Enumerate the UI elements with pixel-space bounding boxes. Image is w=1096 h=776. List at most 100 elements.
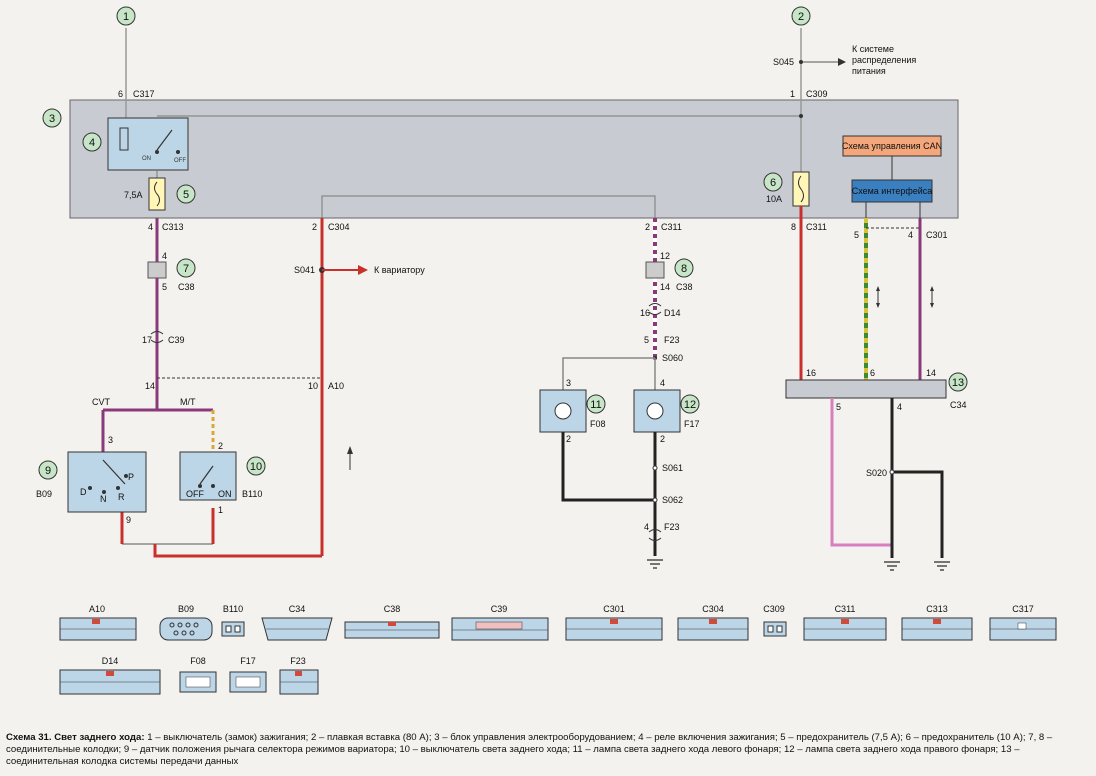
arrow-up-head: [347, 446, 353, 454]
svg-text:4: 4: [89, 137, 95, 149]
connector-f23-mark: [648, 529, 662, 541]
legend-c317: C317: [989, 604, 1057, 641]
callout-8: 8: [674, 258, 694, 278]
label-c34-pin14: 14: [926, 368, 936, 378]
svg-text:6: 6: [770, 177, 776, 189]
label-f17-pin4: 4: [660, 378, 665, 388]
legend-a10: A10: [59, 604, 137, 641]
svg-text:C317: C317: [1012, 604, 1034, 614]
svg-text:12: 12: [684, 399, 696, 411]
label-f17: F17: [684, 419, 700, 429]
wire-return-h-2: [153, 544, 322, 558]
label-c39-pin: 17: [142, 335, 152, 345]
node-s062: [652, 497, 658, 503]
label-c38r-top: 12: [660, 251, 670, 261]
label-power-dist-1: К системе: [852, 44, 894, 54]
label-iface-block: Схема интерфейса: [852, 186, 933, 196]
label-b09-pin9: 9: [126, 515, 131, 525]
connector-c34: [785, 379, 947, 399]
callout-4: 4: [82, 132, 102, 152]
label-f23-top: F23: [664, 335, 680, 345]
label-relay-on: ON: [142, 156, 151, 162]
legend-b09: B09: [159, 604, 213, 641]
label-b110-pin2: 2: [218, 441, 223, 451]
label-c301-pin5: 5: [854, 230, 859, 240]
label-c34-pin6: 6: [870, 368, 875, 378]
figure-caption: Схема 31. Свет заднего хода: 1 – выключа…: [6, 732, 1092, 768]
label-s041: S041: [294, 265, 315, 275]
label-s060: S060: [662, 353, 683, 363]
connector-c38-left: [147, 261, 167, 279]
callout-6: 6: [763, 172, 783, 192]
label-a10: A10: [328, 381, 344, 391]
label-relay-off: OFF: [174, 158, 186, 164]
relay-contact-off: [176, 150, 180, 154]
label-c38l-top: 4: [162, 251, 167, 261]
label-c301-pin4: 4: [908, 230, 913, 240]
label-f08-pin3: 3: [566, 378, 571, 388]
label-c301: C301: [926, 230, 948, 240]
label-c311a: C311: [661, 222, 682, 232]
lamp-f17-bulb: [646, 402, 664, 420]
legend-f17: F17: [229, 656, 267, 693]
legend-b110: B110: [221, 604, 245, 637]
b110-on: [211, 484, 215, 488]
caption-title: Схема 31. Свет заднего хода:: [6, 732, 145, 743]
label-s045: S045: [773, 57, 794, 67]
arrow-updown-2-top: [930, 286, 934, 291]
label-c34: C34: [950, 400, 967, 410]
label-b09-n: N: [100, 494, 107, 504]
svg-text:2: 2: [798, 11, 804, 23]
relay-contact-on: [155, 150, 159, 154]
connector-c38-right: [645, 261, 665, 279]
label-c309: C309: [806, 89, 828, 99]
callout-3: 3: [42, 108, 62, 128]
legend-c313: C313: [901, 604, 973, 641]
legend-c34: C34: [261, 604, 333, 641]
svg-text:F08: F08: [190, 656, 206, 666]
caption-text: 1 – выключатель (замок) зажигания; 2 – п…: [6, 732, 1053, 767]
label-a10-pin14: 14: [145, 381, 155, 391]
label-s061: S061: [662, 463, 683, 473]
label-d14-pin: 16: [640, 308, 650, 318]
svg-text:3: 3: [49, 113, 55, 125]
label-b110-off: OFF: [186, 489, 204, 499]
label-b09: B09: [36, 489, 52, 499]
wire-s060-f08: [562, 357, 655, 390]
svg-text:A10: A10: [89, 604, 105, 614]
label-b09-pin3: 3: [108, 435, 113, 445]
callout-12: 12: [680, 394, 700, 414]
label-fuse5-rating: 7,5A: [124, 190, 143, 200]
label-cvt: CVT: [92, 397, 111, 407]
svg-text:B09: B09: [178, 604, 194, 614]
label-c34-pin16: 16: [806, 368, 816, 378]
label-f23-bot-pin: 4: [644, 522, 649, 532]
label-b110-pin1: 1: [218, 505, 223, 515]
svg-text:7: 7: [183, 263, 189, 275]
svg-text:C313: C313: [926, 604, 948, 614]
label-c317: C317: [133, 89, 155, 99]
wire-c34-pink: [830, 398, 894, 558]
legend-c39: C39: [451, 604, 549, 641]
svg-text:C38: C38: [384, 604, 401, 614]
svg-text:10: 10: [250, 461, 262, 473]
b110-off: [198, 484, 202, 488]
legend-f23: F23: [279, 656, 319, 695]
fuse-5-link: [154, 181, 160, 207]
ground-symbol-1: [647, 559, 663, 569]
callout-1: 1: [116, 6, 136, 26]
callout-10: 10: [246, 456, 266, 476]
label-c38l: C38: [178, 282, 195, 292]
label-f08: F08: [590, 419, 606, 429]
svg-text:C34: C34: [289, 604, 306, 614]
label-c311a-pin: 2: [645, 222, 650, 232]
label-c304-pin: 2: [312, 222, 317, 232]
b09-r: [116, 486, 120, 490]
callout-9: 9: [38, 460, 58, 480]
label-c313: C313: [162, 222, 184, 232]
relay-coil: [119, 127, 129, 151]
label-s020: S020: [866, 468, 887, 478]
ground-symbol-3: [934, 561, 950, 571]
svg-text:F23: F23: [290, 656, 306, 666]
svg-text:1: 1: [123, 11, 129, 23]
